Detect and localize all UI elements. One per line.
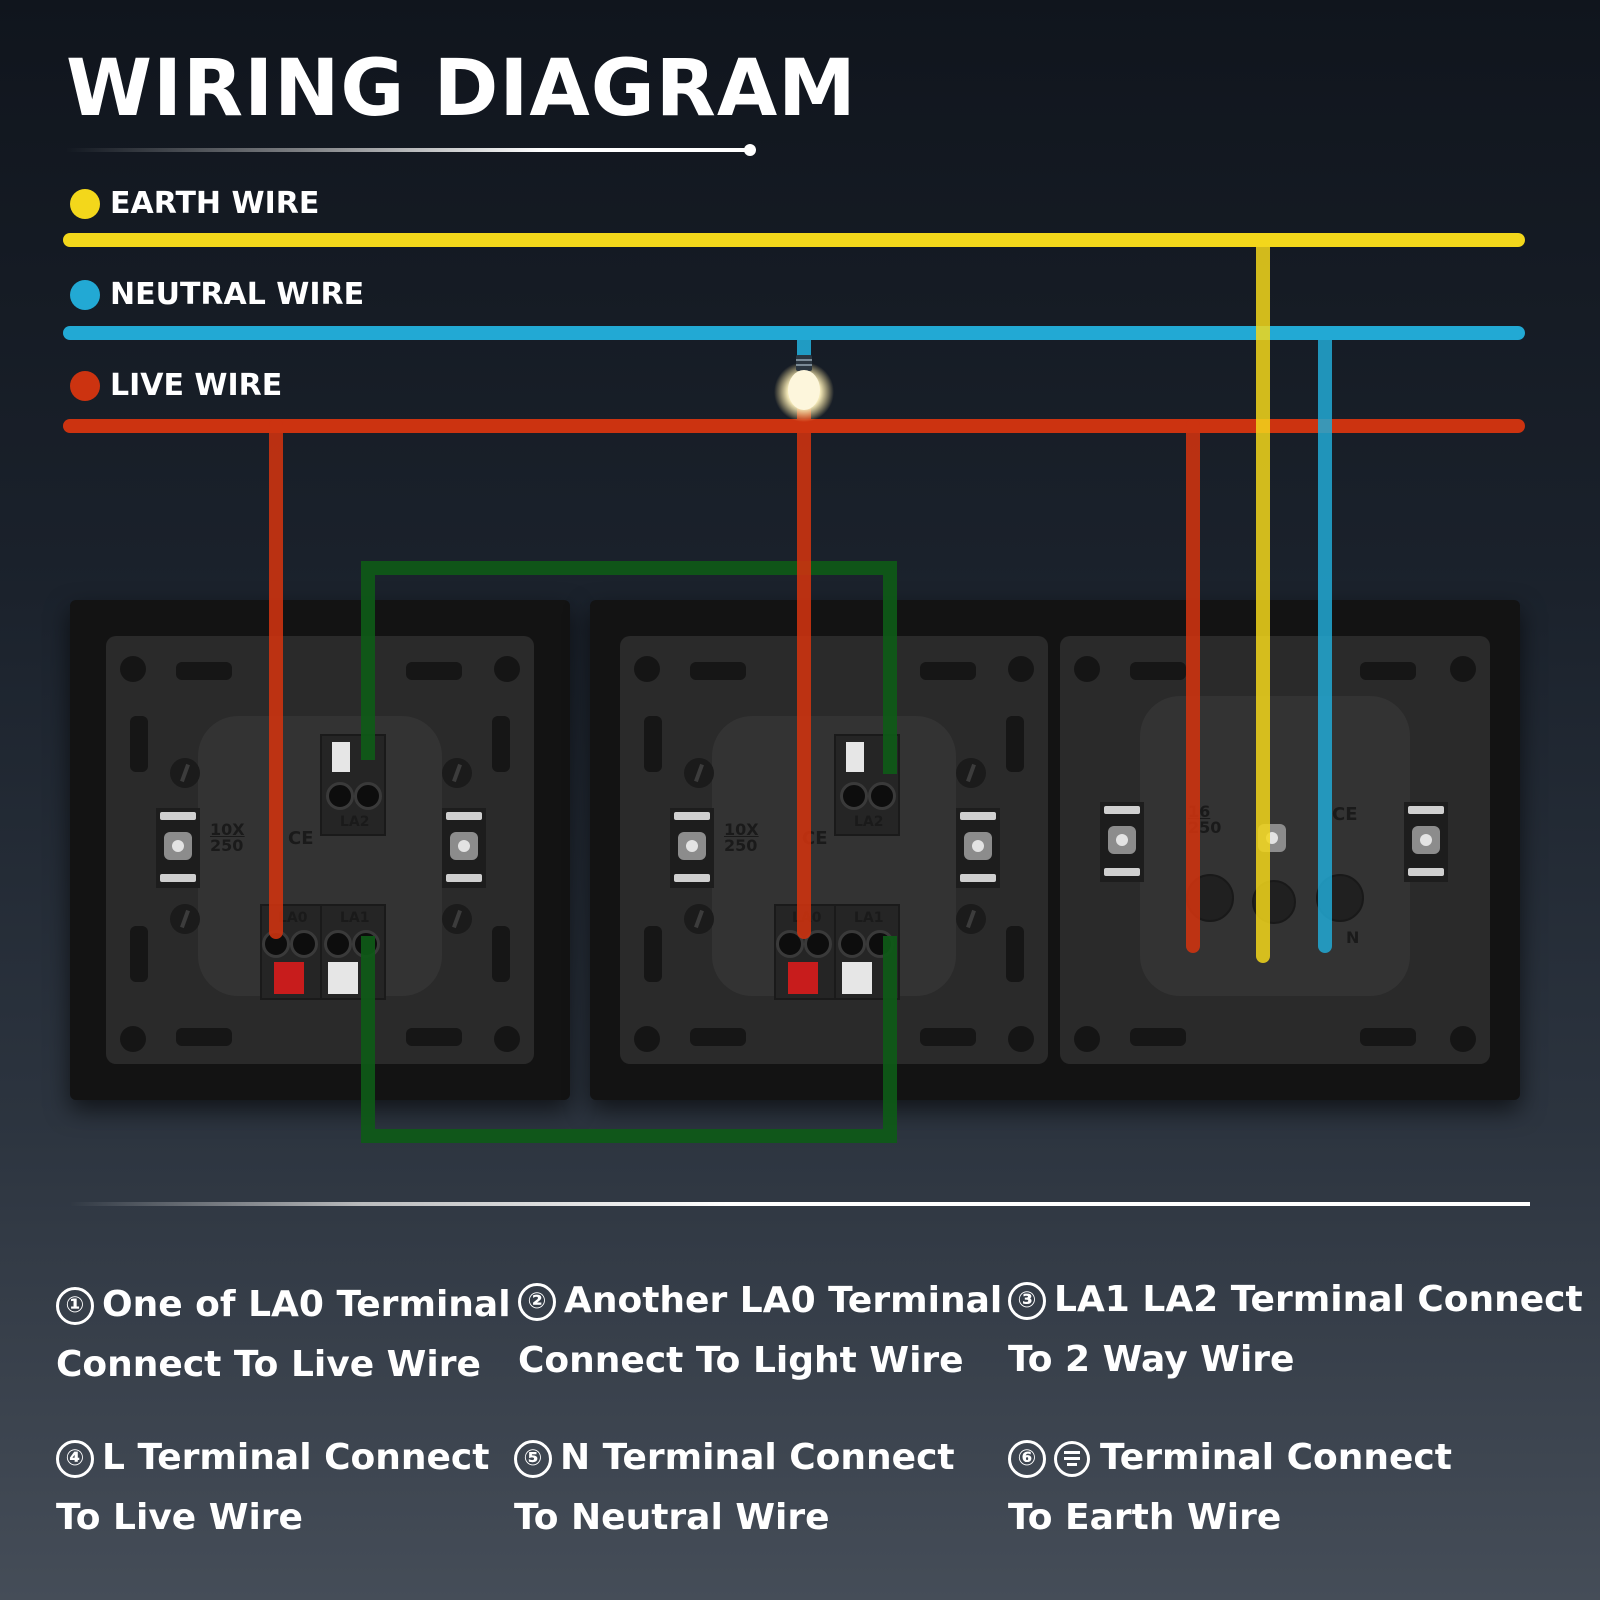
step-1-badge: ① xyxy=(56,1287,94,1325)
light-bulb-icon xyxy=(774,355,834,422)
socket-n-label: N xyxy=(1346,928,1360,947)
switch-2-la1-block: LA1 xyxy=(834,904,900,1000)
live-swatch-icon xyxy=(70,370,100,401)
earth-swatch-icon xyxy=(70,188,100,219)
switch-2-left-clamp xyxy=(670,808,714,888)
earth-ground-icon xyxy=(1054,1441,1090,1477)
step-5-badge: ⑤ xyxy=(514,1440,552,1478)
switch-1-la2-label: LA2 xyxy=(340,814,370,830)
step-2-badge: ② xyxy=(518,1283,556,1321)
switch-1-ce-mark: CE xyxy=(288,828,314,849)
step-3-badge: ③ xyxy=(1008,1282,1046,1320)
neutral-swatch-icon xyxy=(70,279,100,310)
title-underline xyxy=(66,144,756,156)
legend-earth-label: EARTH WIRE xyxy=(110,186,320,221)
step-4-badge: ④ xyxy=(56,1440,94,1478)
switch-1-la1-block: LA1 xyxy=(320,904,386,1000)
green-two-way-loop xyxy=(361,561,897,1143)
legend-live: LIVE WIRE xyxy=(70,368,282,403)
socket-ce-mark: CE xyxy=(1332,804,1358,825)
switch-2-right-clamp xyxy=(956,808,1000,888)
legend-neutral: NEUTRAL WIRE xyxy=(70,277,364,312)
two-way-wire-top xyxy=(361,561,897,774)
socket-mount: 16250 CE N xyxy=(1060,636,1490,1064)
two-way-wire-bottom xyxy=(361,936,897,1143)
socket-left-clamp xyxy=(1100,802,1144,882)
step-6-badge: ⑥ xyxy=(1008,1440,1046,1478)
legend-live-label: LIVE WIRE xyxy=(110,368,283,403)
socket-right-clamp xyxy=(1404,802,1448,882)
legend-neutral-label: NEUTRAL WIRE xyxy=(110,277,365,312)
section-divider xyxy=(70,1202,1530,1206)
page-title: WIRING DIAGRAM xyxy=(66,44,857,134)
switch-2-la2-block: LA2 xyxy=(834,734,900,836)
switch-1-left-clamp xyxy=(156,808,200,888)
legend-earth: EARTH WIRE xyxy=(70,186,319,221)
switch-1-right-clamp xyxy=(442,808,486,888)
underline-end-dot xyxy=(744,144,756,156)
